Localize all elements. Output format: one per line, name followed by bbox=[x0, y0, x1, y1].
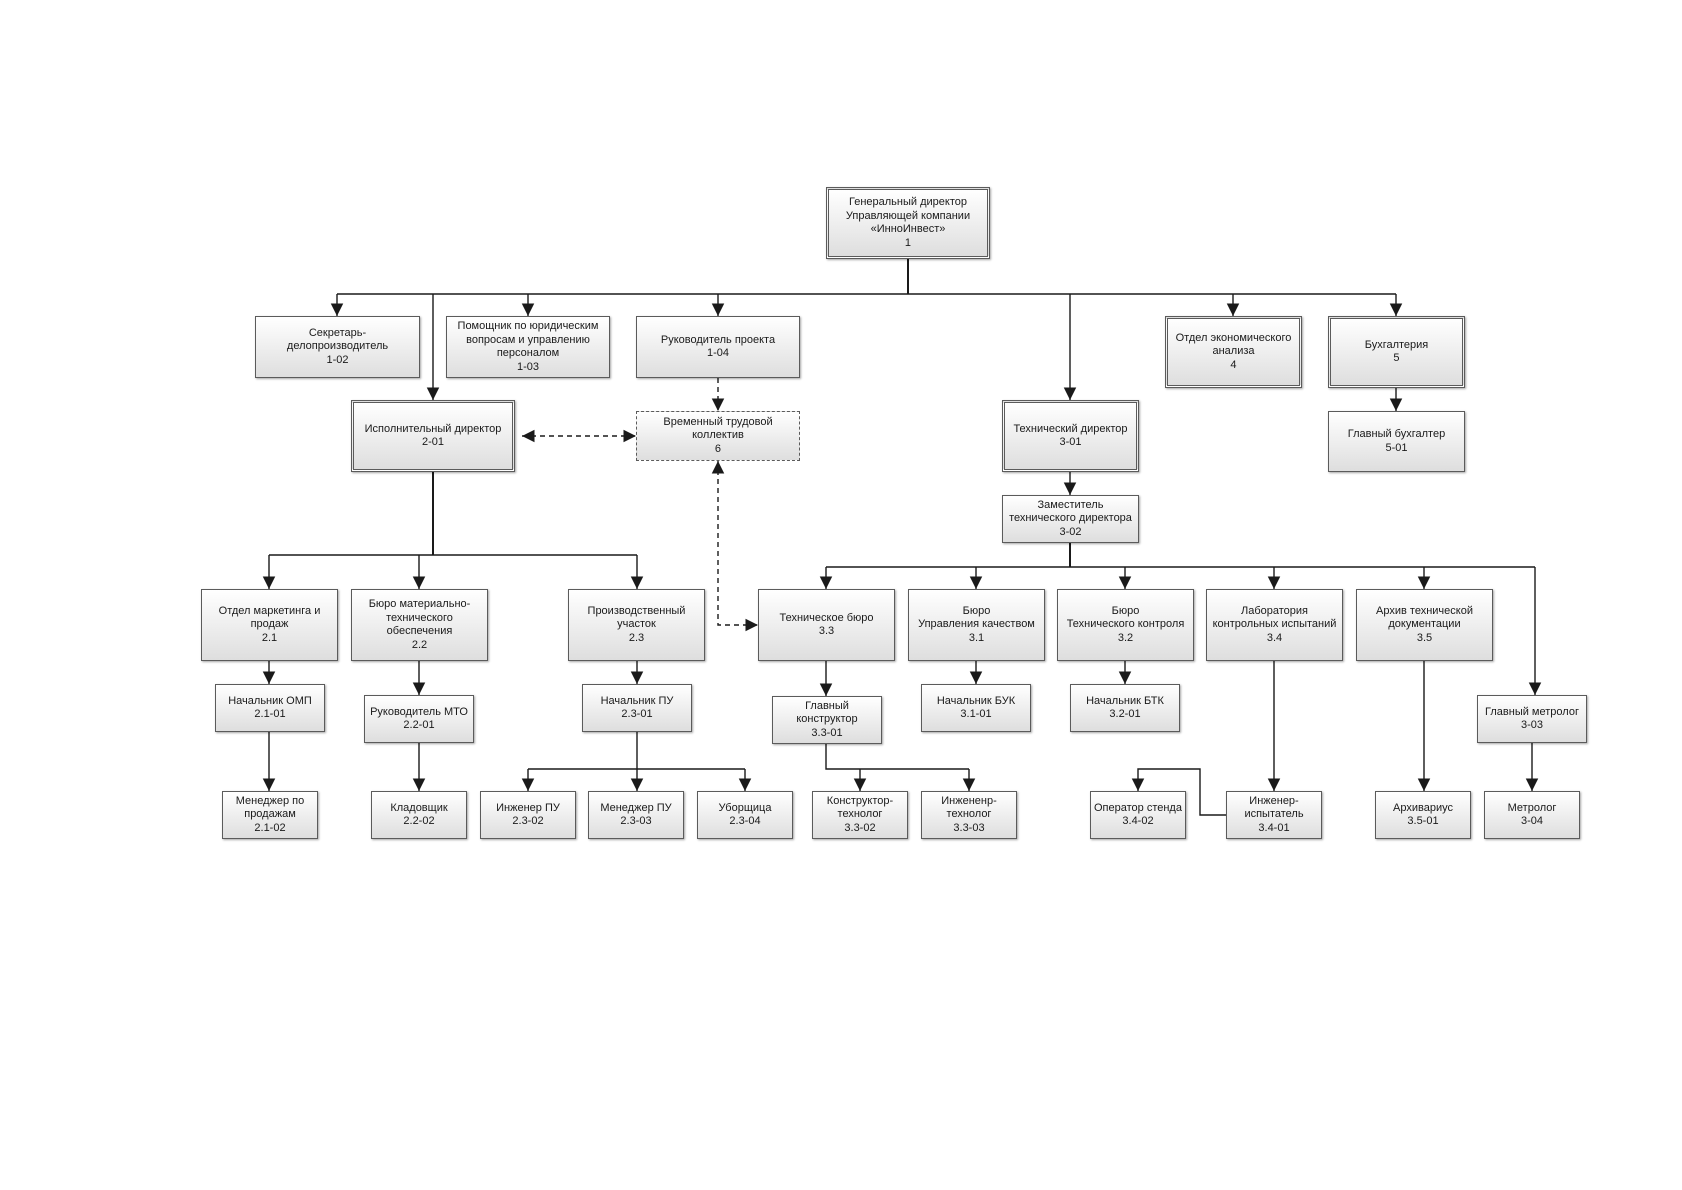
node-label: Производственный участок 2.3 bbox=[587, 604, 686, 644]
node-label: Бюро материально- технического обеспечен… bbox=[368, 598, 471, 651]
node-label: Генеральный директор Управляющей компани… bbox=[845, 196, 971, 249]
node-supply-bureau[interactable]: Бюро материально- технического обеспечен… bbox=[351, 589, 488, 661]
node-metrologist[interactable]: Метролог 3-04 bbox=[1484, 791, 1580, 839]
node-label: Инжененр- технолог 3.3-03 bbox=[941, 794, 997, 834]
node-legal-assistant[interactable]: Помощник по юридическим вопросам и управ… bbox=[446, 316, 610, 378]
node-label: Менеджер по продажам 2.1-02 bbox=[235, 794, 305, 834]
node-label: Менеджер ПУ 2.3-03 bbox=[600, 801, 672, 828]
node-marketing-sales[interactable]: Отдел маркетинга и продаж 2.1 bbox=[201, 589, 338, 661]
node-label: Помощник по юридическим вопросам и управ… bbox=[457, 320, 599, 373]
node-label: Бухгалтерия 5 bbox=[1364, 338, 1429, 365]
node-label: Заместитель технического директора 3-02 bbox=[1009, 498, 1132, 538]
node-chief-accountant[interactable]: Главный бухгалтер 5-01 bbox=[1328, 411, 1465, 472]
connector-line bbox=[1131, 768, 1226, 816]
node-temp-team[interactable]: Временный трудовой коллектив 6 bbox=[636, 411, 800, 461]
node-accounting[interactable]: Бухгалтерия 5 bbox=[1328, 316, 1465, 388]
node-label: Начальник БУК 3.1-01 bbox=[936, 694, 1016, 721]
node-tech-archive[interactable]: Архив технической документации 3.5 bbox=[1356, 589, 1493, 661]
node-technical-bureau[interactable]: Техническое бюро 3.3 bbox=[758, 589, 895, 661]
node-test-engineer[interactable]: Инженер- испытатель 3.4-01 bbox=[1226, 791, 1322, 839]
node-label: Главный метролог 3-03 bbox=[1485, 705, 1579, 732]
node-label: Начальник ПУ 2.3-01 bbox=[600, 694, 674, 721]
node-economic-analysis[interactable]: Отдел экономического анализа 4 bbox=[1165, 316, 1302, 388]
node-label: Лаборатория контрольных испытаний 3.4 bbox=[1212, 604, 1337, 644]
node-label: Оператор стенда 3.4-02 bbox=[1094, 801, 1182, 828]
node-production-site[interactable]: Производственный участок 2.3 bbox=[568, 589, 705, 661]
node-head-buk[interactable]: Начальник БУК 3.1-01 bbox=[921, 684, 1031, 732]
node-label: Исполнительный директор 2-01 bbox=[364, 422, 502, 449]
node-label: Бюро Технического контроля 3.2 bbox=[1066, 604, 1185, 644]
node-label: Технический директор 3-01 bbox=[1013, 422, 1128, 449]
node-chief-metrologist[interactable]: Главный метролог 3-03 bbox=[1477, 695, 1587, 743]
node-label: Бюро Управления качеством 3.1 bbox=[918, 604, 1035, 644]
node-executive-director[interactable]: Исполнительный директор 2-01 bbox=[351, 400, 515, 472]
node-stand-operator[interactable]: Оператор стенда 3.4-02 bbox=[1090, 791, 1186, 839]
node-engineer-pu[interactable]: Инженер ПУ 2.3-02 bbox=[480, 791, 576, 839]
node-label: Инженер ПУ 2.3-02 bbox=[496, 801, 560, 828]
node-technical-director[interactable]: Технический директор 3-01 bbox=[1002, 400, 1139, 472]
connector-line bbox=[825, 744, 969, 770]
node-test-lab[interactable]: Лаборатория контрольных испытаний 3.4 bbox=[1206, 589, 1343, 661]
node-general-director[interactable]: Генеральный директор Управляющей компани… bbox=[826, 187, 990, 259]
node-head-btk[interactable]: Начальник БТК 3.2-01 bbox=[1070, 684, 1180, 732]
node-label: Архивариус 3.5-01 bbox=[1393, 801, 1453, 828]
node-tech-control-bureau[interactable]: Бюро Технического контроля 3.2 bbox=[1057, 589, 1194, 661]
node-label: Главный конструктор 3.3-01 bbox=[796, 699, 858, 739]
node-chief-designer[interactable]: Главный конструктор 3.3-01 bbox=[772, 696, 882, 744]
node-quality-bureau[interactable]: Бюро Управления качеством 3.1 bbox=[908, 589, 1045, 661]
node-engineer-technologist[interactable]: Инжененр- технолог 3.3-03 bbox=[921, 791, 1017, 839]
node-label: Руководитель проекта 1-04 bbox=[660, 333, 776, 360]
node-label: Секретарь- делопроизводитель 1-02 bbox=[286, 326, 389, 366]
node-label: Временный трудовой коллектив 6 bbox=[663, 415, 773, 455]
node-project-manager[interactable]: Руководитель проекта 1-04 bbox=[636, 316, 800, 378]
node-label: Отдел экономического анализа 4 bbox=[1175, 331, 1292, 371]
node-archivist[interactable]: Архивариус 3.5-01 bbox=[1375, 791, 1471, 839]
node-designer-technologist[interactable]: Конструктор- технолог 3.3-02 bbox=[812, 791, 908, 839]
node-label: Архив технической документации 3.5 bbox=[1376, 604, 1473, 644]
node-label: Техническое бюро 3.3 bbox=[779, 611, 874, 638]
node-label: Начальник БТК 3.2-01 bbox=[1086, 694, 1164, 721]
node-head-omp[interactable]: Начальник ОМП 2.1-01 bbox=[215, 684, 325, 732]
node-cleaner[interactable]: Уборщица 2.3-04 bbox=[697, 791, 793, 839]
node-sales-manager[interactable]: Менеджер по продажам 2.1-02 bbox=[222, 791, 318, 839]
node-label: Уборщица 2.3-04 bbox=[718, 801, 772, 828]
node-manager-pu[interactable]: Менеджер ПУ 2.3-03 bbox=[588, 791, 684, 839]
node-deputy-tech-director[interactable]: Заместитель технического директора 3-02 bbox=[1002, 495, 1139, 543]
node-label: Руководитель МТО 2.2-01 bbox=[370, 705, 468, 732]
connector-line bbox=[711, 461, 758, 632]
node-label: Отдел маркетинга и продаж 2.1 bbox=[218, 604, 321, 644]
node-label: Главный бухгалтер 5-01 bbox=[1347, 428, 1446, 454]
node-label: Метролог 3-04 bbox=[1507, 801, 1557, 828]
node-label: Кладовщик 2.2-02 bbox=[390, 801, 448, 828]
node-head-pu[interactable]: Начальник ПУ 2.3-01 bbox=[582, 684, 692, 732]
node-label: Начальник ОМП 2.1-01 bbox=[228, 694, 312, 721]
node-label: Инженер- испытатель 3.4-01 bbox=[1244, 794, 1304, 834]
node-secretary[interactable]: Секретарь- делопроизводитель 1-02 bbox=[255, 316, 420, 378]
node-head-mto[interactable]: Руководитель МТО 2.2-01 bbox=[364, 695, 474, 743]
node-label: Конструктор- технолог 3.3-02 bbox=[826, 794, 894, 834]
node-storekeeper[interactable]: Кладовщик 2.2-02 bbox=[371, 791, 467, 839]
